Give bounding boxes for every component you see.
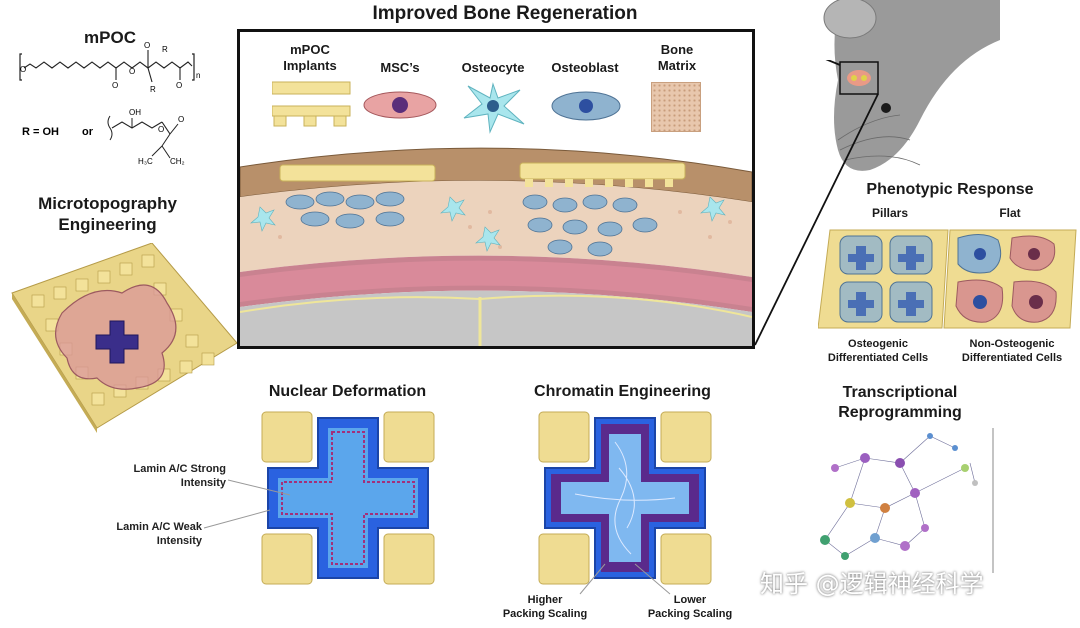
implant-left <box>279 164 436 182</box>
atom-label: OH <box>129 108 141 117</box>
atom-label: R <box>150 85 156 94</box>
gene-network-graph <box>820 428 994 573</box>
bone-regeneration-title: Improved Bone Regeneration <box>372 3 638 24</box>
chromatin-figure <box>538 411 712 585</box>
r-definition: R = OH <box>22 126 59 138</box>
mouse-illustration <box>823 0 1000 171</box>
subscript-n: n <box>196 71 200 80</box>
network-nodes <box>820 433 978 560</box>
phenotypic-response-title: Phenotypic Response <box>866 181 1034 198</box>
muscle-layer <box>240 260 752 307</box>
nuclear-callout-lines <box>203 479 291 529</box>
osteogenic-cells <box>839 235 933 323</box>
microtopography-title-line2: Engineering <box>58 215 157 234</box>
non-osteogenic-cells <box>955 234 1057 323</box>
phenotypic-substrates <box>818 229 1077 329</box>
osteoblast-icon <box>551 91 621 121</box>
zoom-connector-lines <box>754 60 879 346</box>
nuclear-deformation-title: Nuclear Deformation <box>268 383 427 400</box>
chromatin-callout-lines <box>579 563 671 595</box>
nuclear-deformation-figure <box>261 411 435 585</box>
methyl-label: CH₂ <box>170 157 185 166</box>
microtopography-title-line1: Microtopography <box>38 194 177 213</box>
osteocyte-icon <box>463 82 525 134</box>
watermark: 知乎 @逻辑神经科学 <box>760 570 984 598</box>
osteocytes <box>250 196 726 252</box>
atom-label: O <box>158 125 164 134</box>
implant-right <box>519 162 686 187</box>
lamin-weak-region <box>278 428 418 568</box>
flat-label: Flat <box>999 206 1021 220</box>
methyl-label: H₃C <box>138 157 153 166</box>
bone-matrix-swatch <box>651 82 701 132</box>
msc-cell-icon <box>363 91 437 119</box>
implant-site <box>847 70 871 86</box>
cross-nucleus <box>95 320 139 364</box>
or-word: or <box>82 126 94 138</box>
osteoblast-cluster-left <box>285 191 405 229</box>
mpoc-title: mPOC <box>84 28 136 47</box>
osteoblast-cluster-right <box>522 194 658 257</box>
atom-label: O <box>129 67 135 76</box>
legend-osteocyte-label: Osteocyte <box>461 60 525 75</box>
pillar-substrate-3d <box>11 243 238 433</box>
atom-label: O <box>144 41 150 50</box>
atom-label: R <box>162 45 168 54</box>
legend-osteoblast-label: Osteoblast <box>551 60 619 75</box>
legend-msc-label: MSC’s <box>380 60 420 75</box>
bone-matrix-region <box>258 210 732 249</box>
pillars-label: Pillars <box>871 206 909 220</box>
mpoc-structure: n O R R O O O O R = OH or OH O O H₃C CH₂ <box>19 41 200 166</box>
atom-label: O <box>112 81 118 90</box>
implant-icon <box>272 81 351 127</box>
low-packing-core <box>561 434 689 562</box>
atom-label: O <box>178 115 184 124</box>
pillar-grid <box>31 254 215 406</box>
chromatin-engineering-title: Chromatin Engineering <box>534 383 711 400</box>
microtopography-title: Microtopography Engineering <box>20 193 195 235</box>
atom-label: O <box>20 65 26 74</box>
tissue-cross-section <box>240 147 752 346</box>
atom-label: O <box>176 81 182 90</box>
